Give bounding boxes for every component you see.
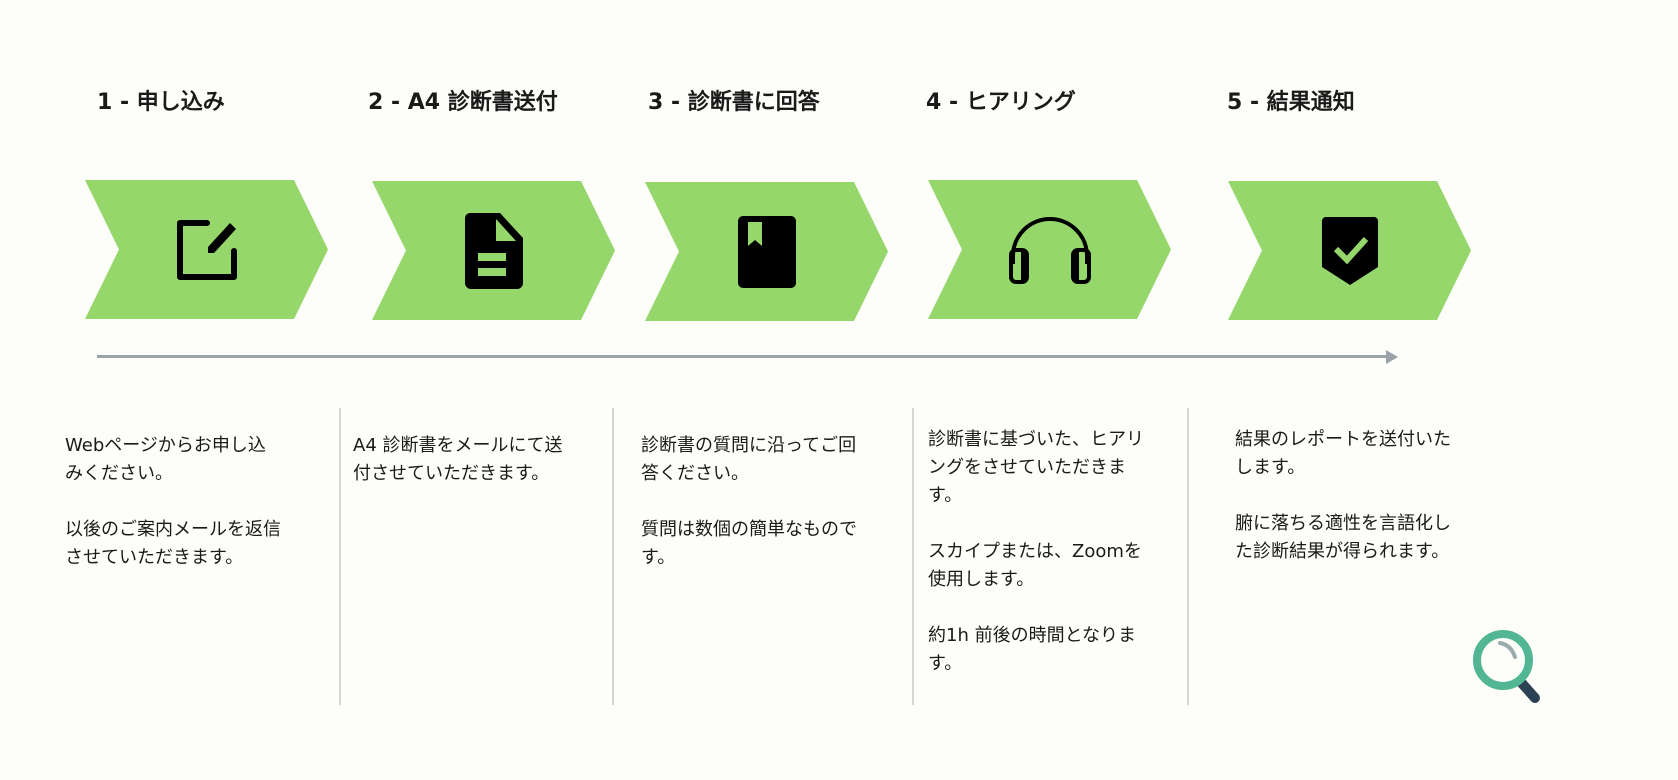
magnifier-icon (1473, 630, 1540, 703)
description-text: 診断書の質問に沿ってご回 答ください。 (641, 435, 857, 484)
step-title-5: 5 - 結果通知 (1227, 90, 1355, 115)
arrow-head (1386, 350, 1398, 364)
step-title-2: 2 - A4 診断書送付 (368, 90, 558, 115)
step-chevron-4 (928, 180, 1171, 319)
step-chevron-3 (645, 182, 888, 321)
description-text: 結果のレポートを送付いた します。 (1235, 429, 1451, 478)
headphones-icon (1008, 216, 1091, 284)
description-text: 診断書に基づいた、ヒアリ ングをさせていただきま す。 (928, 429, 1144, 506)
step-title-3: 3 - 診断書に回答 (648, 90, 820, 115)
description-text: 約1h 前後の時間となりま す。 (928, 625, 1137, 674)
step-description-3: 診断書の質問に沿ってご回 答ください。 質問は数個の簡単なもので す。 (641, 432, 901, 600)
divider (612, 408, 614, 705)
edit-icon (176, 219, 237, 280)
timeline-arrow (97, 355, 1389, 358)
description-text: 以後のご案内メールを返信 させていただきます。 (65, 519, 281, 568)
step-chevron-1 (85, 180, 328, 319)
divider (339, 408, 341, 705)
description-text: スカイプまたは、Zoomを 使用します。 (928, 541, 1142, 590)
description-text: 腑に落ちる適性を言語化し た診断結果が得られます。 (1235, 513, 1451, 562)
divider (912, 408, 914, 705)
document-icon (464, 212, 523, 289)
shield-check-icon (1321, 216, 1378, 285)
step-description-5: 結果のレポートを送付いた します。 腑に落ちる適性を言語化し た診断結果が得られ… (1235, 426, 1495, 594)
description-text: A4 診断書をメールにて送 付させていただきます。 (353, 435, 563, 484)
step-title-4: 4 - ヒアリング (926, 90, 1076, 115)
book-icon (737, 215, 796, 288)
step-title-1: 1 - 申し込み (97, 90, 225, 115)
step-description-2: A4 診断書をメールにて送 付させていただきます。 (353, 432, 613, 516)
step-chevron-5 (1228, 181, 1471, 320)
description-text: 質問は数個の簡単なもので す。 (641, 519, 857, 568)
description-text: Webページからお申し込 みください。 (65, 435, 266, 484)
step-chevron-2 (372, 181, 615, 320)
step-description-1: Webページからお申し込 みください。 以後のご案内メールを返信 させていただき… (65, 432, 325, 600)
divider (1187, 408, 1189, 705)
step-description-4: 診断書に基づいた、ヒアリ ングをさせていただきま す。 スカイプまたは、Zoom… (928, 426, 1188, 706)
